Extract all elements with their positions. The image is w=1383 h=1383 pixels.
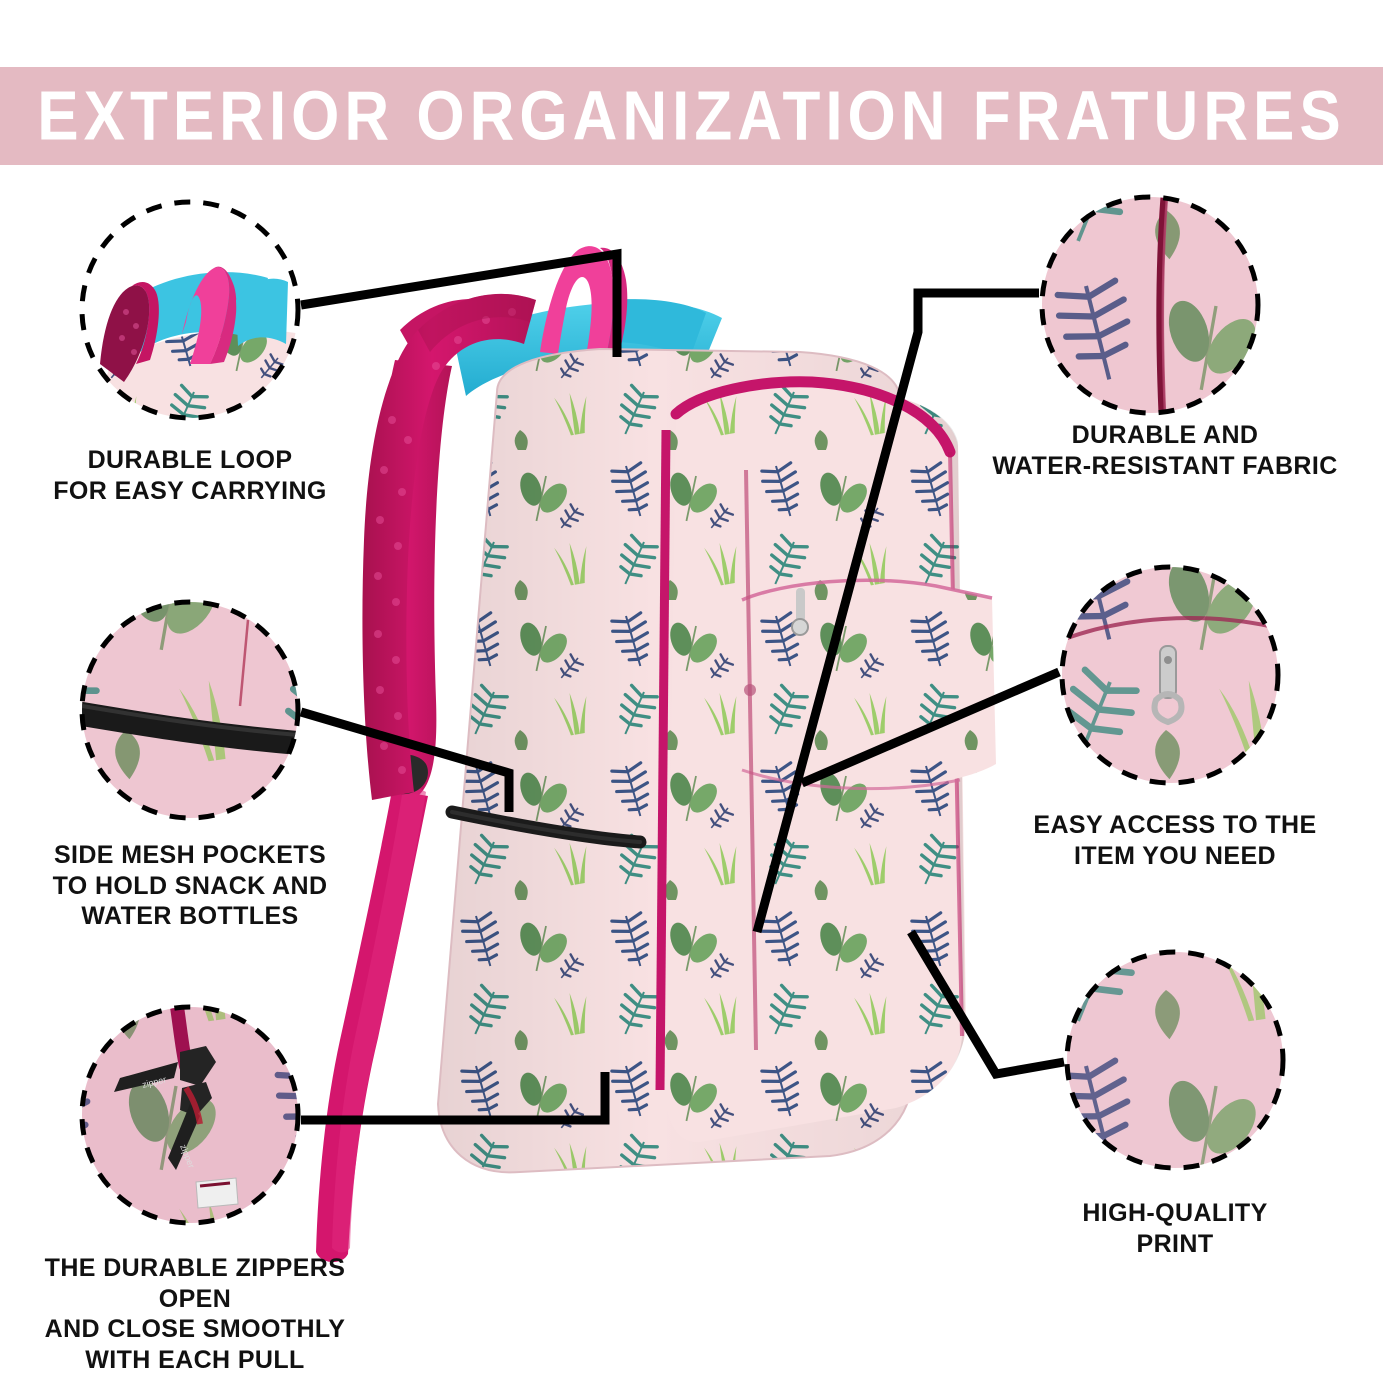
callout-circle-mesh-pockets[interactable] bbox=[70, 599, 310, 821]
callout-circle-water-resistant-fabric[interactable] bbox=[1039, 194, 1261, 416]
page-title: EXTERIOR ORGANIZATION FRATURES bbox=[37, 77, 1346, 155]
callout-label-durable-zippers: THE DURABLE ZIPPERS OPEN AND CLOSE SMOOT… bbox=[44, 1254, 346, 1374]
callout-label-durable-loop: DURABLE LOOP FOR EASY CARRYING bbox=[53, 446, 327, 505]
callout-circle-high-quality-print[interactable] bbox=[1064, 949, 1286, 1171]
callout-label-high-quality-print: HIGH-QUALITY PRINT bbox=[1082, 1199, 1268, 1258]
header-banner: EXTERIOR ORGANIZATION FRATURES bbox=[0, 67, 1383, 165]
callout-label-easy-access: EASY ACCESS TO THE ITEM YOU NEED bbox=[1033, 811, 1317, 870]
callout-circle-easy-access[interactable] bbox=[1059, 564, 1281, 786]
callout-label-side-mesh-pockets: SIDE MESH POCKETS TO HOLD SNACK AND WATE… bbox=[52, 841, 328, 930]
callout-circle-durable-loop[interactable] bbox=[79, 199, 310, 421]
callout-circle-durable-zippers[interactable]: zipper zipper bbox=[79, 1000, 301, 1226]
callout-label-water-resistant-fabric: DURABLE AND WATER-RESISTANT FABRIC bbox=[992, 421, 1338, 480]
